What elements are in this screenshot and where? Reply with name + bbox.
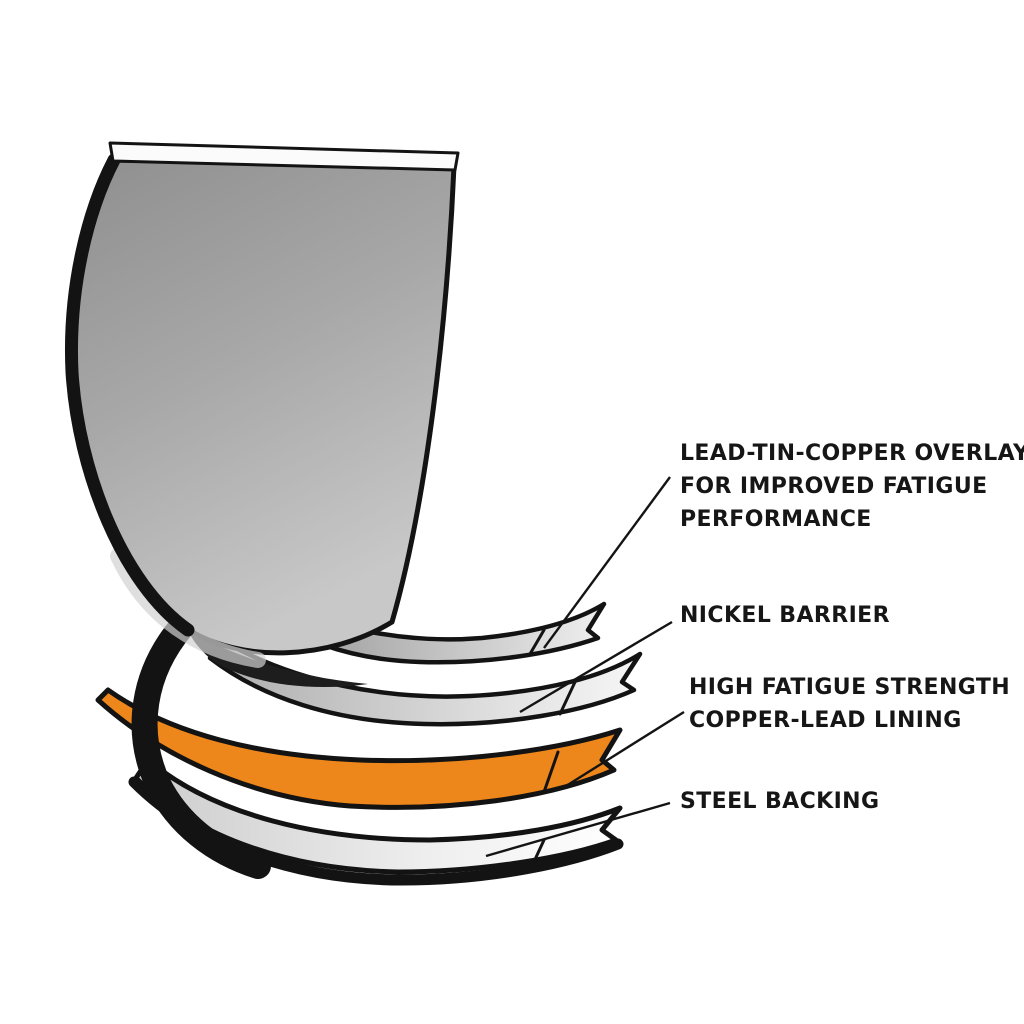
copper-lead-lining-layer-shape (95, 687, 623, 810)
leader-line-overlay (543, 476, 671, 649)
leader-line-steel (485, 801, 671, 858)
steel-crack-mark (530, 838, 546, 868)
shell-top-edge (108, 141, 460, 172)
label-overlay-line-3: PERFORMANCE (680, 507, 872, 532)
shell-bottom-shadow-arc (131, 611, 271, 879)
leader-line-nickel (519, 620, 673, 714)
label-copper-lead-line-2: COPPER-LEAD LINING (689, 708, 962, 733)
leader-line-copper-lead (565, 710, 685, 788)
label-copper-lead-line-1: HIGH FATIGUE STRENGTH (689, 675, 1010, 700)
label-overlay-line-2: FOR IMPROVED FATIGUE (680, 474, 988, 499)
label-nickel-barrier: NICKEL BARRIER (680, 603, 890, 628)
nickel-crack-mark (558, 680, 577, 716)
shell-left-outline (65, 153, 195, 637)
overlay-crack-mark (528, 628, 546, 656)
copper-lead-crack-mark (542, 750, 560, 794)
label-overlay-line-1: LEAD-TIN-COPPER OVERLAY (680, 441, 1024, 466)
label-steel-backing: STEEL BACKING (680, 789, 879, 814)
